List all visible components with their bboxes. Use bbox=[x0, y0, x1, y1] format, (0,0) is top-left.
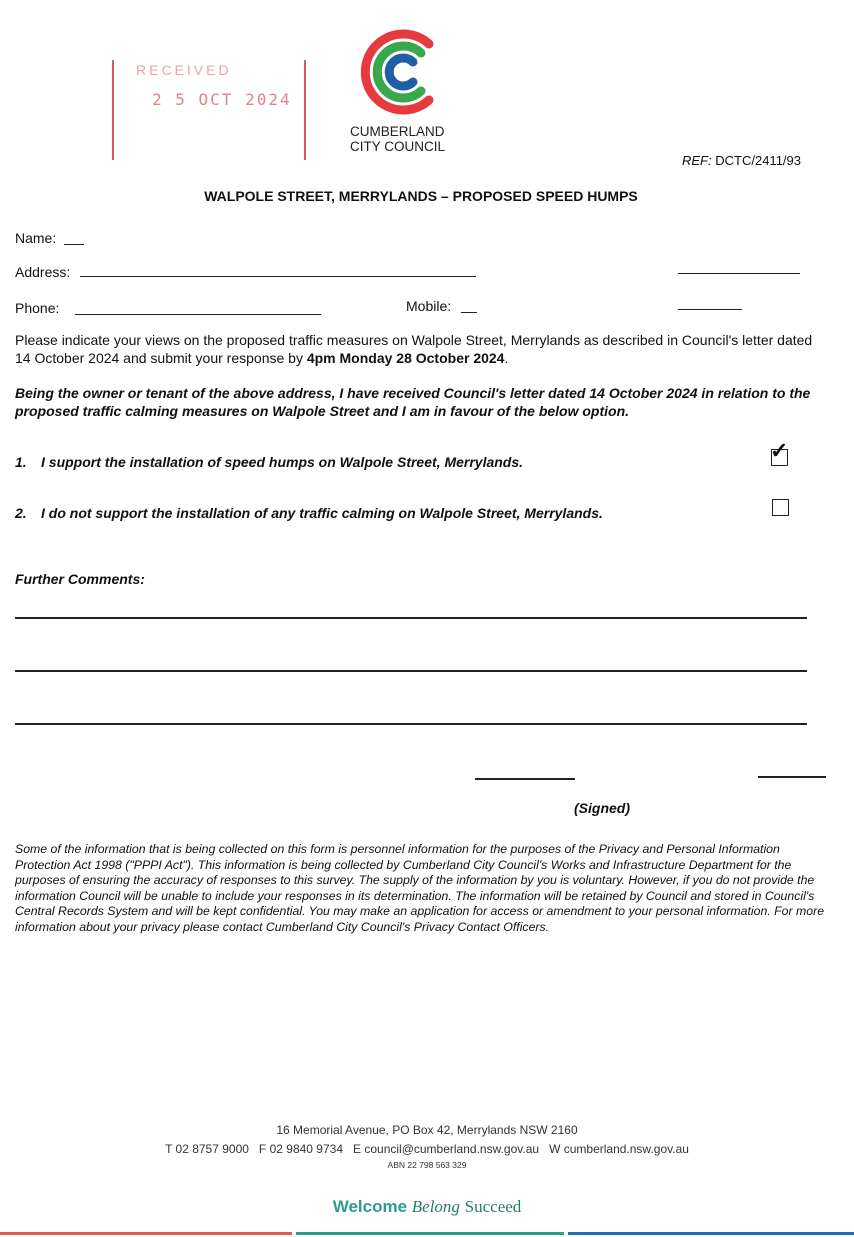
slogan: Welcome Belong Succeed bbox=[0, 1197, 854, 1217]
ref-value: DCTC/2411/93 bbox=[715, 153, 801, 168]
further-comments-label: Further Comments: bbox=[15, 571, 145, 587]
footer-contacts: T 02 8757 9000 F 02 9840 9734 E council@… bbox=[165, 1142, 689, 1156]
address-label: Address: bbox=[15, 264, 71, 280]
footer-abn: ABN 22 798 563 329 bbox=[387, 1160, 467, 1170]
reference-number: REF: DCTC/2411/93 bbox=[682, 153, 801, 168]
mobile-field-extra[interactable] bbox=[678, 309, 742, 310]
signature-line[interactable] bbox=[475, 778, 575, 780]
footer-bar-red bbox=[0, 1232, 292, 1235]
slogan-welcome: Welcome bbox=[332, 1197, 408, 1216]
phone-label: Phone: bbox=[15, 300, 60, 316]
name-label: Name: bbox=[15, 230, 57, 246]
privacy-statement: Some of the information that is being co… bbox=[15, 842, 825, 934]
date-line[interactable] bbox=[758, 776, 826, 778]
option-1: 1. I support the installation of speed hu… bbox=[15, 454, 523, 470]
comment-line-3[interactable] bbox=[15, 723, 807, 725]
address-field-extra[interactable] bbox=[678, 273, 800, 274]
option-1-text: I support the installation of speed hump… bbox=[41, 454, 524, 470]
name-field[interactable] bbox=[64, 244, 84, 245]
slogan-succeed: Succeed bbox=[464, 1197, 522, 1216]
footer-bar-teal bbox=[296, 1232, 564, 1235]
intro-text: Please indicate your views on the propos… bbox=[15, 332, 813, 366]
intro-paragraph: Please indicate your views on the propos… bbox=[15, 331, 830, 367]
council-name-line1: CUMBERLAND bbox=[350, 124, 445, 139]
stamp-top-text: RECEIVED bbox=[136, 62, 232, 78]
comment-line-2[interactable] bbox=[15, 670, 807, 672]
stamp-date: 2 5 OCT 2024 bbox=[152, 90, 292, 109]
intro-end: . bbox=[504, 350, 509, 366]
option-2-checkbox[interactable] bbox=[772, 499, 789, 516]
option-1-checkbox[interactable]: ✓ bbox=[770, 438, 788, 466]
slogan-belong: Belong bbox=[411, 1197, 460, 1216]
address-field[interactable] bbox=[80, 276, 476, 277]
option-2-text: I do not support the installation of any… bbox=[41, 505, 603, 521]
council-name: CUMBERLAND CITY COUNCIL bbox=[350, 124, 445, 154]
council-name-line2: CITY COUNCIL bbox=[350, 139, 446, 154]
owner-statement: Being the owner or tenant of the above a… bbox=[15, 385, 811, 419]
mobile-field[interactable] bbox=[461, 312, 477, 313]
option-1-number: 1. bbox=[15, 454, 27, 470]
document-title: WALPOLE STREET, MERRYLANDS – PROPOSED SP… bbox=[204, 188, 638, 204]
footer-address: 16 Memorial Avenue, PO Box 42, Merryland… bbox=[276, 1123, 578, 1137]
mobile-label: Mobile: bbox=[406, 298, 452, 314]
phone-field[interactable] bbox=[75, 314, 321, 315]
received-stamp: RECEIVED 2 5 OCT 2024 bbox=[112, 60, 306, 160]
response-deadline: 4pm Monday 28 October 2024 bbox=[306, 350, 505, 366]
signed-label: (Signed) bbox=[574, 800, 630, 816]
ref-label: REF: bbox=[682, 153, 712, 168]
checkmark-icon: ✓ bbox=[770, 438, 789, 463]
cumberland-logo-icon bbox=[360, 29, 434, 115]
option-2: 2. I do not support the installation of a… bbox=[15, 505, 603, 521]
comment-line-1[interactable] bbox=[15, 617, 807, 619]
option-2-number: 2. bbox=[15, 505, 27, 521]
footer-bar-blue bbox=[568, 1232, 854, 1235]
